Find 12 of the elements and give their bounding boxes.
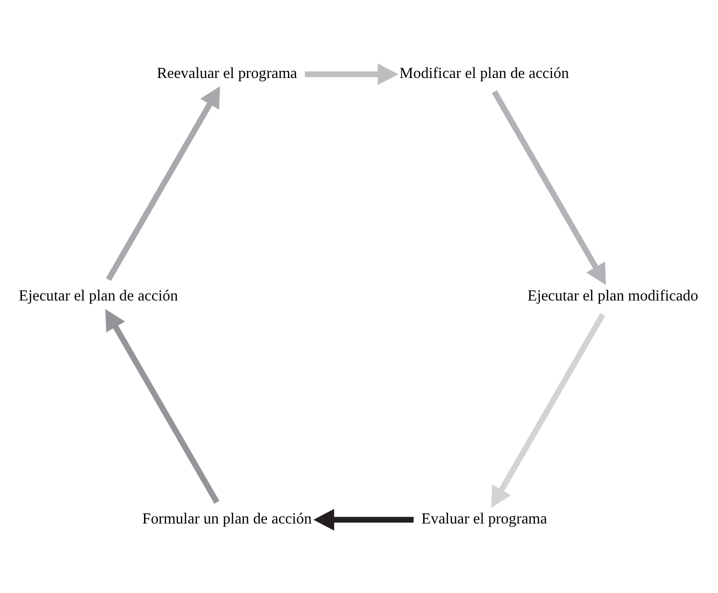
arrow [105,308,220,504]
node-text: Ejecutar el plan de acción [18,287,178,304]
node-text: Modificar el plan de acción [400,64,569,82]
node-text: Ejecutar el plan modificado [528,287,698,304]
arrow [313,508,414,530]
arrow [304,62,398,85]
node-text: Formular un plan de acción [142,510,312,527]
node-text: Reevaluar el programa [156,64,298,82]
node-text: Evaluar el programa [421,510,548,527]
arrow [492,90,606,284]
arrow [106,86,220,280]
arrow [491,312,606,508]
